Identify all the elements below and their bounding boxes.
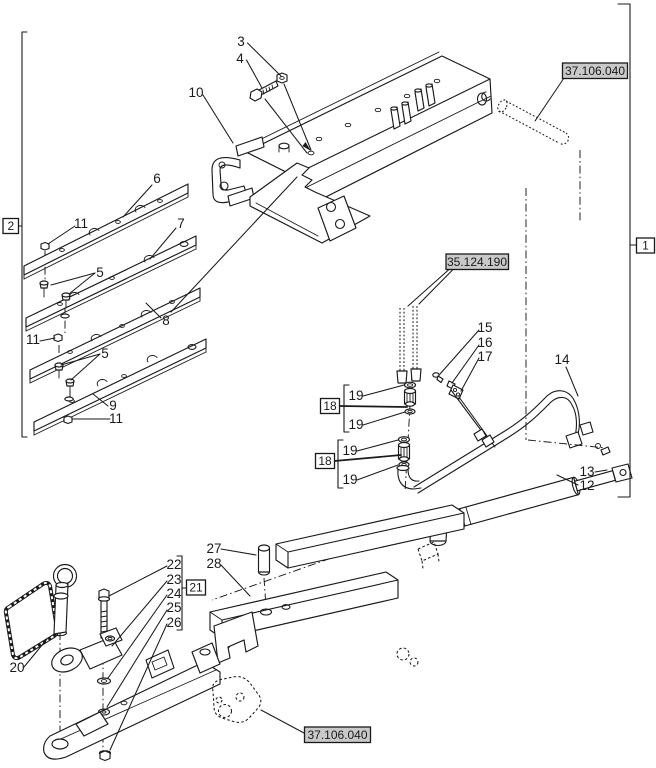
fitting-stack-upper bbox=[403, 381, 417, 415]
phantom-pin bbox=[497, 99, 570, 145]
bracket-group-21 bbox=[176, 555, 183, 631]
marker-box-18a bbox=[319, 397, 341, 415]
hose-assembly-14 bbox=[413, 390, 611, 494]
callout-labels: 3 4 10 6 11 7 5 8 11 5 9 11 15 16 17 14 … bbox=[9, 34, 594, 675]
callout-13: 13 bbox=[579, 464, 594, 479]
bracket-group-2 bbox=[21, 31, 28, 438]
callout-4: 4 bbox=[236, 51, 244, 66]
group-brackets bbox=[17, 3, 638, 631]
ref-box-mid bbox=[445, 253, 510, 271]
callout-11b: 11 bbox=[26, 332, 40, 347]
callout-14: 14 bbox=[554, 352, 570, 367]
callout-5a: 5 bbox=[96, 265, 104, 280]
ref-code-mid: 35.124.190 bbox=[447, 255, 507, 269]
callout-19b: 19 bbox=[348, 417, 363, 432]
wear-bar-9 bbox=[33, 338, 207, 436]
wear-bar-6 bbox=[23, 183, 189, 280]
callout-28: 28 bbox=[206, 556, 221, 571]
callout-17: 17 bbox=[477, 349, 492, 364]
ref-box-bottom bbox=[303, 726, 372, 744]
bracket-group-18b bbox=[337, 439, 344, 489]
callout-11a: 11 bbox=[74, 216, 88, 231]
frame-rail bbox=[242, 51, 493, 211]
phantom-valve bbox=[212, 676, 262, 723]
lower-bracket-plate bbox=[317, 195, 357, 242]
callout-7: 7 bbox=[177, 216, 185, 231]
slider-beam-front bbox=[209, 571, 399, 664]
callout-19c: 19 bbox=[342, 443, 357, 458]
group-marker-boxes: 1 2 18 18 21 bbox=[2, 217, 656, 596]
pin-27 bbox=[257, 544, 271, 576]
mounting-bracket-10 bbox=[211, 136, 265, 207]
hardware-left bbox=[39, 241, 75, 425]
marker-box-1 bbox=[635, 237, 656, 254]
callout-22: 22 bbox=[166, 557, 181, 572]
marker-2: 2 bbox=[7, 219, 14, 233]
ref-code-bottom: 37.106.040 bbox=[307, 728, 367, 742]
center-lines bbox=[44, 150, 581, 754]
nut-3 bbox=[276, 72, 288, 84]
fitting-stack-lower bbox=[397, 436, 411, 468]
marker-1: 1 bbox=[642, 239, 649, 253]
callout-16: 16 bbox=[477, 335, 492, 350]
callout-15: 15 bbox=[477, 320, 492, 335]
clevis-23 bbox=[51, 627, 123, 673]
bracket-group-18a bbox=[343, 384, 350, 433]
clamp-parts bbox=[432, 372, 496, 448]
callout-24: 24 bbox=[166, 586, 182, 601]
wear-bar-7 bbox=[25, 235, 197, 332]
nut-26 bbox=[98, 750, 112, 762]
callout-5b: 5 bbox=[101, 346, 109, 361]
lynch-pin bbox=[52, 563, 78, 637]
drawbar-saddle bbox=[145, 649, 175, 679]
marker-box-18b bbox=[314, 452, 336, 470]
callout-6: 6 bbox=[153, 171, 161, 186]
rail-clamps bbox=[390, 83, 436, 130]
leader-lines bbox=[23, 42, 608, 751]
frame-bore-hole bbox=[476, 92, 488, 106]
phantom-fasteners bbox=[396, 647, 419, 667]
phantom-hoses bbox=[396, 306, 422, 384]
callout-10: 10 bbox=[188, 85, 203, 100]
callout-19a: 19 bbox=[348, 388, 363, 403]
callout-19d: 19 bbox=[342, 472, 357, 487]
drawbar-25 bbox=[43, 642, 221, 760]
slider-beam-rear bbox=[275, 504, 465, 569]
marker-18a: 18 bbox=[323, 399, 337, 413]
callout-26: 26 bbox=[166, 615, 181, 630]
marker-18b: 18 bbox=[318, 454, 332, 468]
marker-box-2 bbox=[2, 217, 20, 235]
callout-25: 25 bbox=[166, 600, 181, 615]
callout-27: 27 bbox=[206, 541, 221, 556]
callout-8: 8 bbox=[162, 313, 170, 328]
bolt-boss bbox=[278, 142, 315, 156]
callout-20: 20 bbox=[9, 660, 24, 675]
callout-12: 12 bbox=[579, 478, 594, 493]
elbow-fittings bbox=[396, 464, 422, 490]
ref-code-top: 37.106.040 bbox=[565, 64, 625, 78]
snap-ring bbox=[481, 91, 491, 102]
callout-11c: 11 bbox=[109, 411, 123, 426]
chain-20 bbox=[3, 580, 60, 661]
ref-box-top bbox=[561, 62, 629, 80]
callout-9: 9 bbox=[109, 398, 117, 413]
bolt-22 bbox=[97, 588, 111, 639]
bolt-4 bbox=[249, 80, 279, 102]
bracket-group-1 bbox=[617, 3, 631, 498]
washer-24 bbox=[96, 677, 112, 685]
marker-21: 21 bbox=[189, 581, 203, 595]
callout-3: 3 bbox=[237, 34, 245, 49]
marker-box-21 bbox=[185, 579, 207, 596]
reference-boxes: 37.106.040 35.124.190 37.106.040 bbox=[303, 62, 629, 744]
callout-23: 23 bbox=[166, 572, 181, 587]
